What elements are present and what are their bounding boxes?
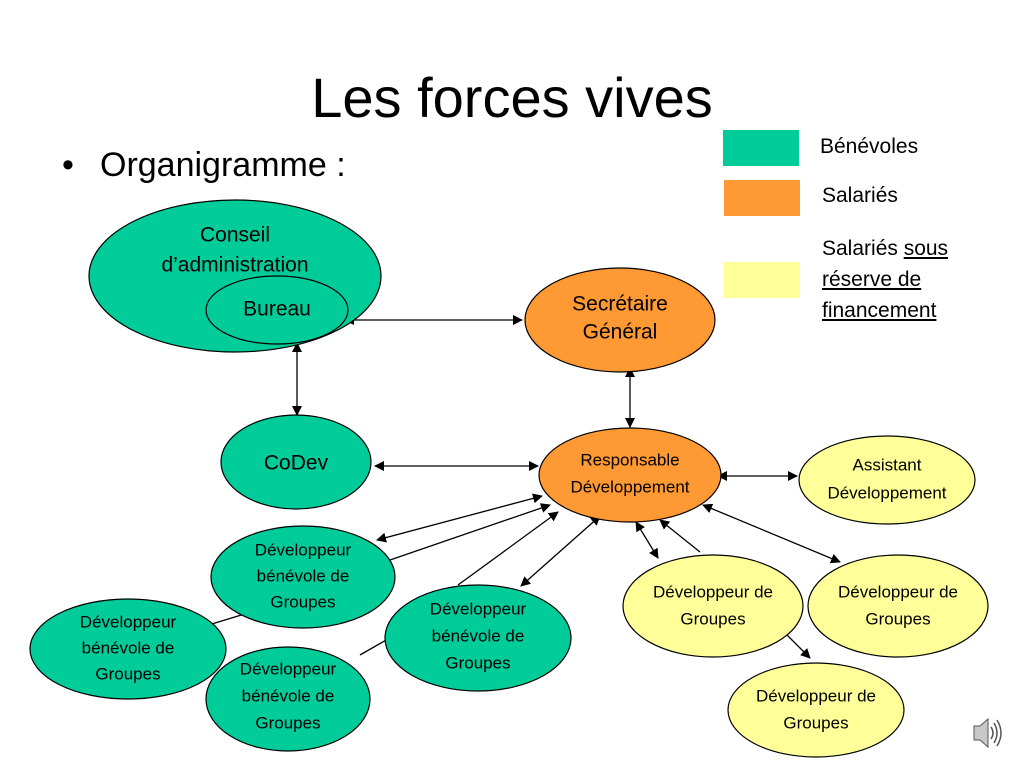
- node-label-dev-groupes-3-line-1: Développeur de: [756, 686, 876, 705]
- node-label-conseil-line-1: Conseil: [200, 224, 270, 247]
- legend-line-1: Salariés sous: [822, 233, 948, 264]
- speaker-icon[interactable]: [973, 717, 1002, 749]
- legend-swatch-salaries-sous-reserve: [724, 262, 800, 298]
- connector-arrow-7: [389, 503, 551, 561]
- node-dev-benevole-1: Développeur bénévole de Groupes: [210, 525, 396, 629]
- node-dev-groupes-2: Développeur de Groupes: [807, 554, 989, 658]
- node-label-assistant-line-1: Assistant: [853, 455, 922, 474]
- node-label-assistant-line-2: Développement: [827, 483, 946, 502]
- node-label-dev-benevole-2-line-3: Groupes: [95, 664, 160, 683]
- connector-arrow-8: [457, 511, 559, 586]
- node-label-conseil-line-2: d’administration: [161, 254, 308, 277]
- legend-line-3: financement: [822, 295, 948, 326]
- node-shape-dev-benevole-1: [210, 525, 396, 629]
- bullet-dot: •: [62, 146, 74, 184]
- node-label-dev-benevole-2-line-1: Développeur: [80, 612, 177, 631]
- legend-swatch-benevoles: [723, 130, 799, 166]
- bullet-text: Organigramme :: [100, 146, 346, 184]
- node-label-dev-benevole-3-line-3: Groupes: [445, 653, 510, 672]
- legend-line-1-plain: Salariés: [822, 237, 904, 260]
- node-label-codev-line-1: CoDev: [264, 452, 329, 475]
- node-label-dev-benevole-4-line-3: Groupes: [255, 713, 320, 732]
- legend-line-2: réserve de: [822, 264, 948, 295]
- node-label-dev-benevole-4-line-2: bénévole de: [242, 686, 335, 705]
- node-label-dev-benevole-1-line-1: Développeur: [255, 540, 352, 559]
- node-label-responsable-line-2: Développement: [570, 477, 689, 496]
- node-shape-dev-benevole-3: [384, 584, 572, 692]
- node-label-responsable-line-1: Responsable: [580, 450, 679, 469]
- node-label-dev-benevole-1-line-2: bénévole de: [257, 566, 350, 585]
- legend-label-salaries-sous-reserve: Salariés sous réserve de financement: [822, 233, 948, 326]
- node-shape-responsable: [538, 427, 722, 523]
- node-label-secretaire-line-2: Général: [583, 321, 658, 344]
- connector-arrow-9: [520, 515, 601, 587]
- connector-arrow-14: [659, 519, 701, 553]
- node-shape-dev-benevole-2: [29, 598, 227, 700]
- slide-title: Les forces vives: [311, 66, 713, 129]
- node-label-bureau-line-1: Bureau: [243, 298, 311, 321]
- node-shape-assistant: [798, 435, 976, 525]
- legend-swatch-salaries: [724, 180, 800, 216]
- node-label-dev-benevole-1-line-3: Groupes: [270, 592, 335, 611]
- node-shape-dev-groupes-2: [807, 554, 989, 658]
- node-shape-secretaire: [524, 267, 716, 373]
- legend-label-benevoles: Bénévoles: [820, 135, 919, 158]
- node-shape-dev-benevole-4: [205, 646, 371, 752]
- bullet-organigramme: • Organigramme :: [62, 142, 346, 188]
- node-shape-dev-groupes-1: [622, 554, 804, 658]
- connector-arrow-6: [376, 493, 543, 543]
- node-shape-dev-groupes-3: [727, 662, 905, 758]
- node-codev: CoDev: [220, 414, 372, 510]
- node-dev-groupes-1: Développeur de Groupes: [622, 554, 804, 658]
- node-dev-groupes-3: Développeur de Groupes: [727, 662, 905, 758]
- node-dev-benevole-3: Développeur bénévole de Groupes: [384, 584, 572, 692]
- node-label-secretaire-line-1: Secrétaire: [572, 293, 668, 316]
- node-label-dev-groupes-2-line-1: Développeur de: [838, 582, 958, 601]
- node-label-dev-groupes-1-line-2: Groupes: [680, 609, 745, 628]
- connectors: [201, 315, 841, 659]
- legend-line-3-underlined: financement: [822, 299, 937, 322]
- node-label-dev-benevole-3-line-1: Développeur: [430, 599, 527, 618]
- node-label-dev-groupes-1-line-1: Développeur de: [653, 582, 773, 601]
- node-label-dev-benevole-2-line-2: bénévole de: [82, 638, 175, 657]
- node-dev-benevole-4: Développeur bénévole de Groupes: [205, 646, 371, 752]
- connector-arrow-12: [635, 521, 659, 559]
- node-bureau: Bureau: [205, 275, 349, 345]
- node-shape-codev: [220, 414, 372, 510]
- node-label-dev-groupes-3-line-2: Groupes: [783, 713, 848, 732]
- node-label-dev-benevole-4-line-1: Développeur: [240, 659, 337, 678]
- node-label-dev-groupes-2-line-2: Groupes: [865, 609, 930, 628]
- node-shape-bureau: [205, 275, 349, 345]
- connector-arrow-13: [702, 503, 841, 564]
- legend-line-2-underlined: réserve de: [822, 268, 922, 291]
- node-dev-benevole-2: Développeur bénévole de Groupes: [29, 598, 227, 700]
- legend-label-salaries: Salariés: [822, 184, 898, 207]
- node-label-dev-benevole-3-line-2: bénévole de: [432, 626, 525, 645]
- legend-line-1-underlined: sous: [903, 237, 949, 260]
